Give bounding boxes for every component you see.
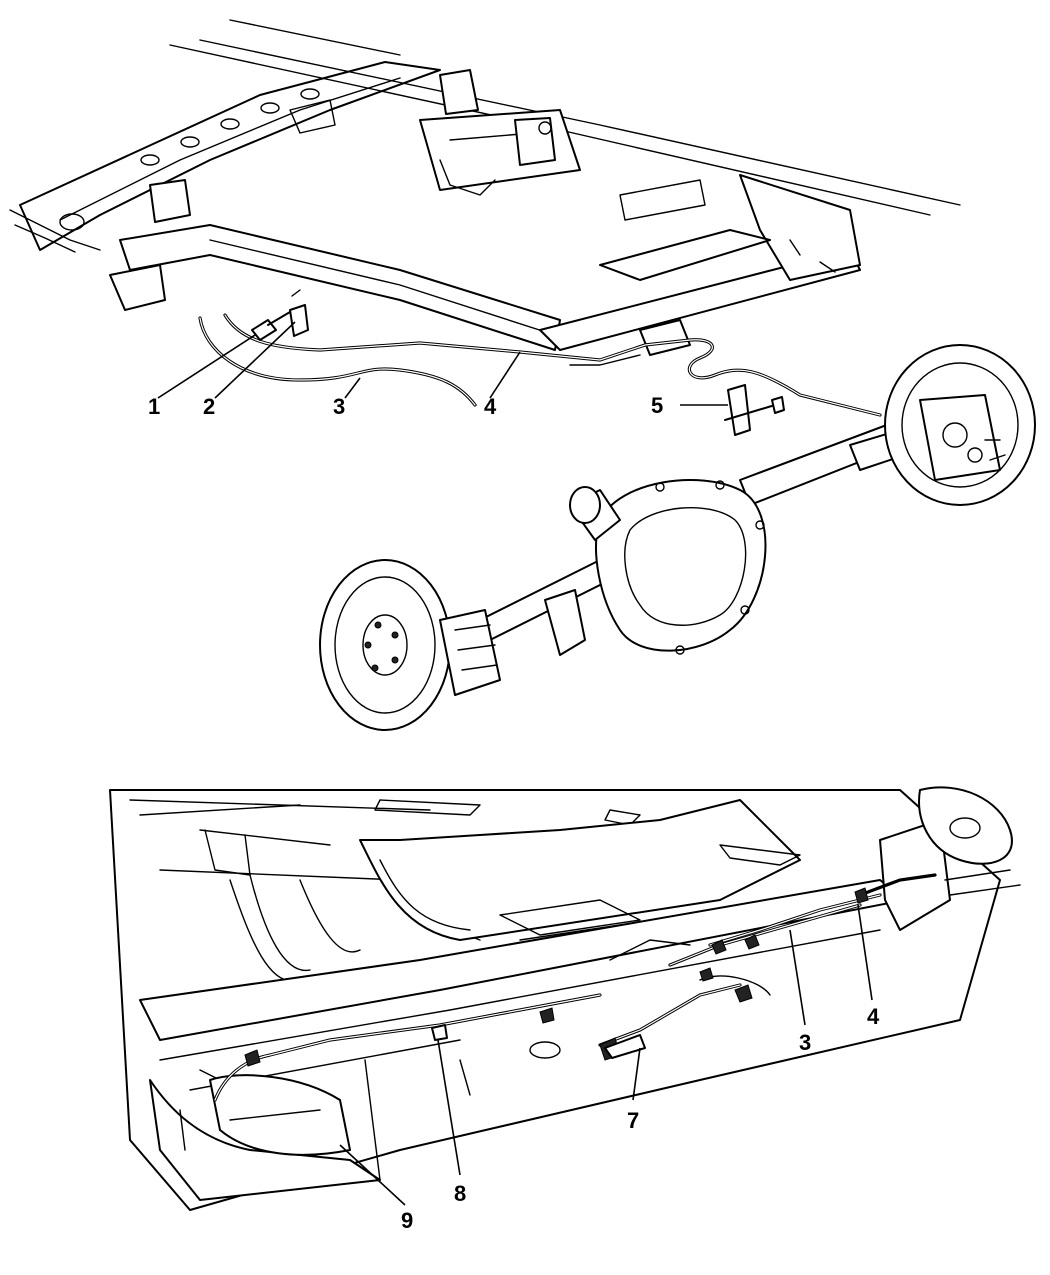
cable-clip (289, 289, 309, 337)
cable-connectors (244, 887, 869, 1067)
callout-4-top: 4 (484, 394, 497, 419)
rear-axle-assembly (319, 344, 1036, 731)
callout-1: 1 (148, 394, 160, 419)
callout-2: 2 (203, 394, 215, 419)
cable-equalizer (599, 1034, 646, 1061)
equalizer-cable (598, 983, 742, 1047)
callout-5: 5 (651, 393, 663, 418)
callout-8: 8 (454, 1181, 466, 1206)
brake-lines (9, 159, 641, 366)
callout-3-bottom: 3 (799, 1030, 811, 1055)
leader-lines (157, 321, 873, 1206)
rear-cable-left (198, 316, 477, 407)
rear-cable-4-bottom (708, 873, 937, 947)
rear-cable-right (223, 313, 882, 417)
underbody-floor (109, 786, 1021, 1211)
frame-assembly (19, 19, 961, 356)
cable-adjuster (431, 1024, 448, 1041)
callout-3-top: 3 (333, 394, 345, 419)
callout-4-bottom: 4 (867, 1004, 880, 1029)
bolt (251, 311, 291, 341)
callout-9: 9 (401, 1208, 413, 1233)
callout-7: 7 (627, 1108, 639, 1133)
cable-bracket (724, 384, 785, 436)
